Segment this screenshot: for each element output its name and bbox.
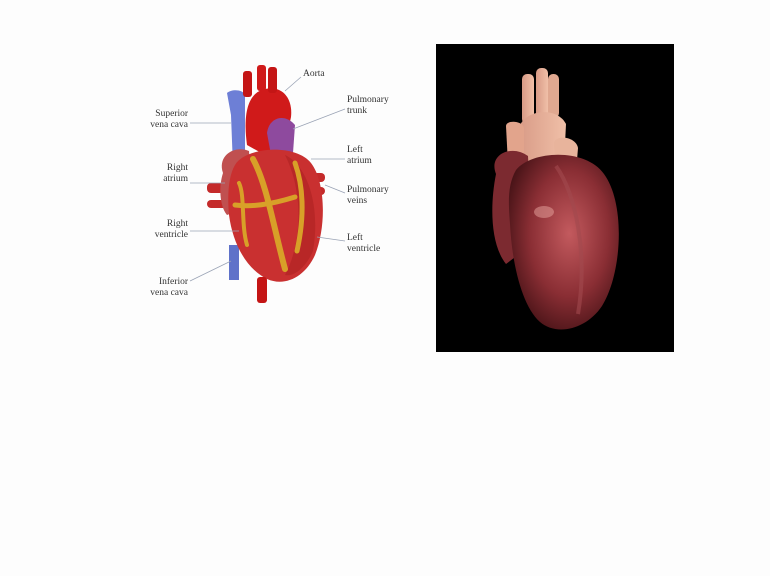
label-left-ventricle: Left ventricle [347, 233, 380, 255]
label-superior-vena-cava: Superior vena cava [150, 109, 188, 131]
heart-render-image [436, 44, 674, 352]
label-aorta: Aorta [303, 69, 325, 80]
heart-diagram: Aorta Pulmonary trunk Superior vena cava… [135, 55, 410, 315]
label-pulmonary-trunk: Pulmonary trunk [347, 95, 389, 117]
label-right-atrium: Right atrium [163, 163, 188, 185]
label-left-atrium: Left atrium [347, 145, 372, 167]
heart-3d-render [436, 44, 674, 352]
label-inferior-vena-cava: Inferior vena cava [150, 277, 188, 299]
label-right-ventricle: Right ventricle [155, 219, 188, 241]
label-pulmonary-veins: Pulmonary veins [347, 185, 389, 207]
